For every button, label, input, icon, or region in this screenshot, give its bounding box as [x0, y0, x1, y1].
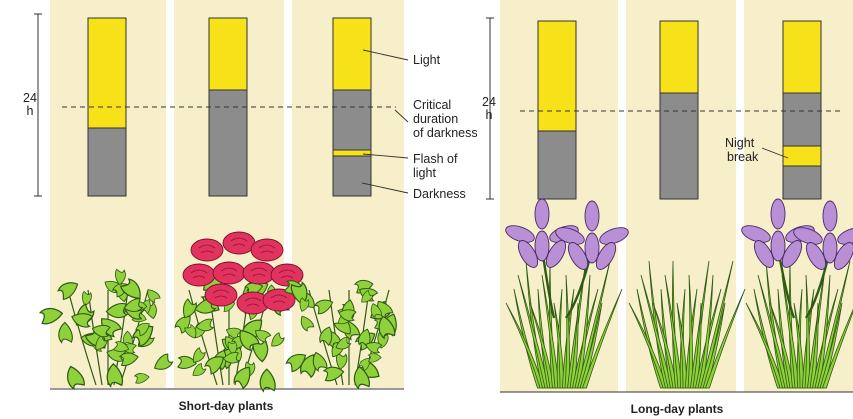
bar-long-day-1 [538, 21, 576, 199]
bar-segment-darkness [538, 131, 576, 199]
bar-segment-light [209, 18, 247, 90]
bar-segment-darkness [660, 93, 698, 199]
bar-long-day-2 [660, 21, 698, 199]
scale-bracket-left [34, 14, 42, 196]
annotation-night-2: break [727, 150, 759, 164]
bar-segment-light [88, 18, 126, 128]
bar-segment-darkness [209, 90, 247, 196]
bar-segment-flash [333, 150, 371, 156]
bar-segment-light [783, 21, 821, 93]
annotation-critical-1: Critical [413, 98, 451, 112]
scale-label-left-24: 24 [23, 91, 37, 105]
annotation-critical-2: duration [413, 112, 458, 126]
bar-long-day-3 [783, 21, 821, 199]
bar-segment-darkness [333, 156, 371, 196]
bar-segment-night-break [783, 146, 821, 166]
bar-segment-light [333, 18, 371, 90]
annotation-flash-1: Flash of [413, 152, 458, 166]
scale-label-right-24: 24 [482, 95, 496, 109]
bar-segment-darkness [783, 166, 821, 199]
annotation-flash-2: light [413, 166, 436, 180]
caption-short-day: Short-day plants [179, 399, 274, 413]
bar-segment-darkness [333, 90, 371, 150]
annotation-night-1: Night [725, 136, 755, 150]
annotation-darkness: Darkness [413, 187, 466, 201]
bar-segment-light [660, 21, 698, 93]
scale-label-right-h: h [486, 108, 493, 122]
annotation-critical-3: of darkness [413, 126, 478, 140]
annotation-light: Light [413, 53, 441, 67]
caption-long-day: Long-day plants [631, 402, 724, 416]
bar-segment-darkness [88, 128, 126, 196]
bar-segment-light [538, 21, 576, 131]
scale-label-left-h: h [27, 104, 34, 118]
bar-segment-darkness [783, 93, 821, 146]
